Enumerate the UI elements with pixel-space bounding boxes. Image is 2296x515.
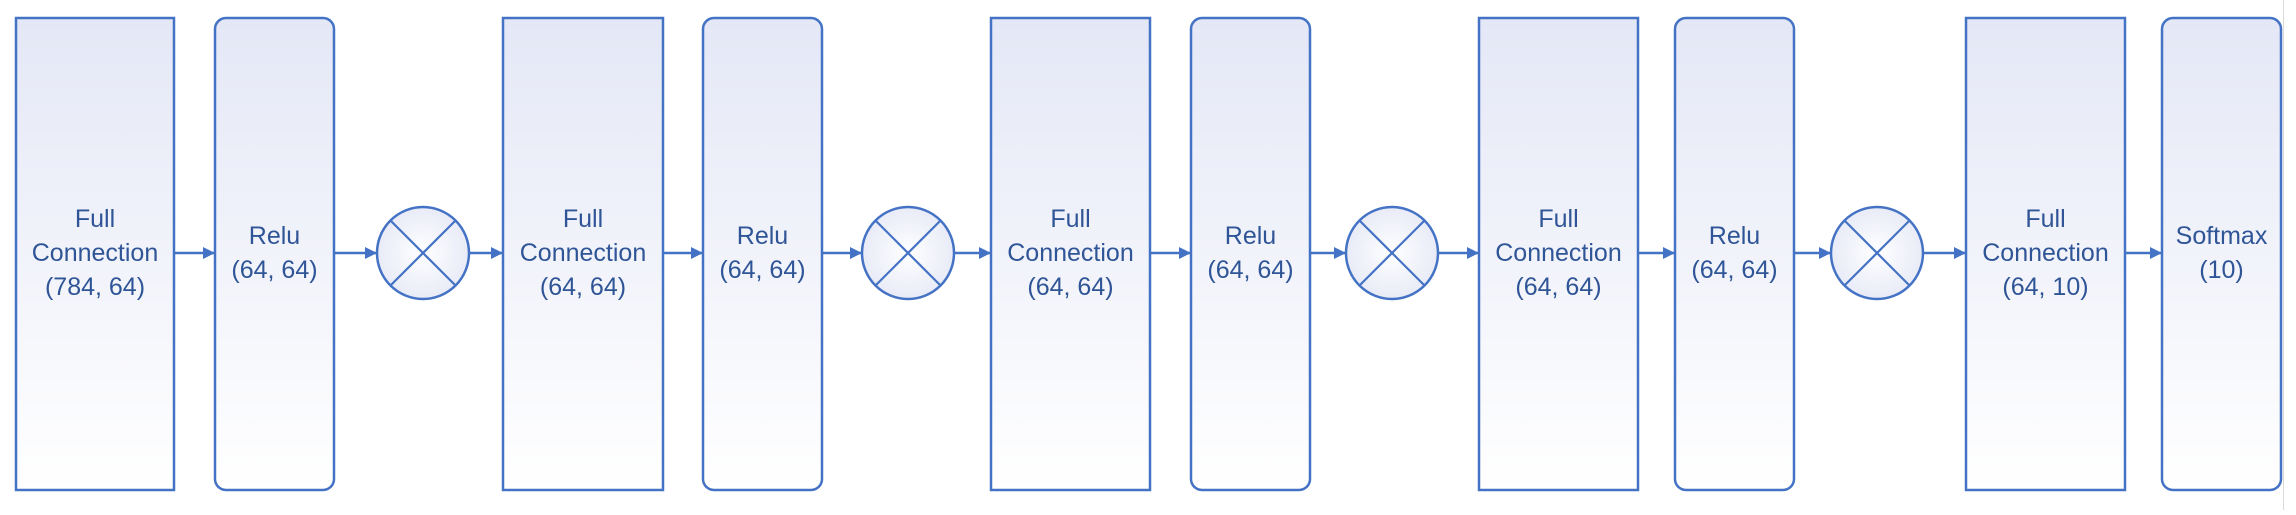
circle-x-icon [389,219,457,287]
relu-label: (64, 64) [1207,256,1293,284]
multiply-node [1344,205,1440,301]
relu-node: Relu (64, 64) [213,16,336,492]
full-connection-label: (64, 64) [1027,273,1113,301]
relu-label: Relu [249,222,300,250]
relu-label: Relu [737,222,788,250]
relu-label: (64, 64) [231,256,317,284]
full-connection-label: Full [2025,205,2065,233]
full-connection-label: Full [75,205,115,233]
full-connection-box [501,16,665,492]
softmax-label: (10) [2199,256,2243,284]
full-connection-label: Connection [32,239,158,267]
full-connection-label: Full [1050,205,1090,233]
full-connection-box [1477,16,1640,492]
relu-box [1673,16,1796,492]
full-connection-label: Connection [520,239,646,267]
multiply-node [375,205,471,301]
circle-x-icon [1843,219,1911,287]
relu-node: Relu (64, 64) [1189,16,1312,492]
relu-label: (64, 64) [719,256,805,284]
softmax-node: Softmax (10) [2160,16,2283,492]
full-connection-box [1964,16,2127,492]
softmax-box [2160,16,2283,492]
full-connection-label: Connection [1007,239,1133,267]
full-connection-label: (64, 64) [540,273,626,301]
softmax-label: Softmax [2176,222,2268,250]
full-connection-label: Full [563,205,603,233]
multiply-node [1829,205,1925,301]
relu-label: (64, 64) [1691,256,1777,284]
relu-box [701,16,824,492]
canvas-edge-divider [2283,0,2284,510]
relu-node: Relu (64, 64) [701,16,824,492]
full-connection-label: Full [1538,205,1578,233]
relu-label: Relu [1225,222,1276,250]
full-connection-label: Connection [1982,239,2108,267]
full-connection-label: Connection [1495,239,1621,267]
full-connection-label: (784, 64) [45,273,145,301]
circle-x-icon [874,219,942,287]
full-connection-label: (64, 10) [2002,273,2088,301]
full-connection-label: (64, 64) [1515,273,1601,301]
full-connection-box [989,16,1152,492]
circle-x-icon [1358,219,1426,287]
multiply-node [860,205,956,301]
relu-label: Relu [1709,222,1760,250]
relu-box [213,16,336,492]
relu-node: Relu (64, 64) [1673,16,1796,492]
full-connection-box [14,16,176,492]
relu-box [1189,16,1312,492]
